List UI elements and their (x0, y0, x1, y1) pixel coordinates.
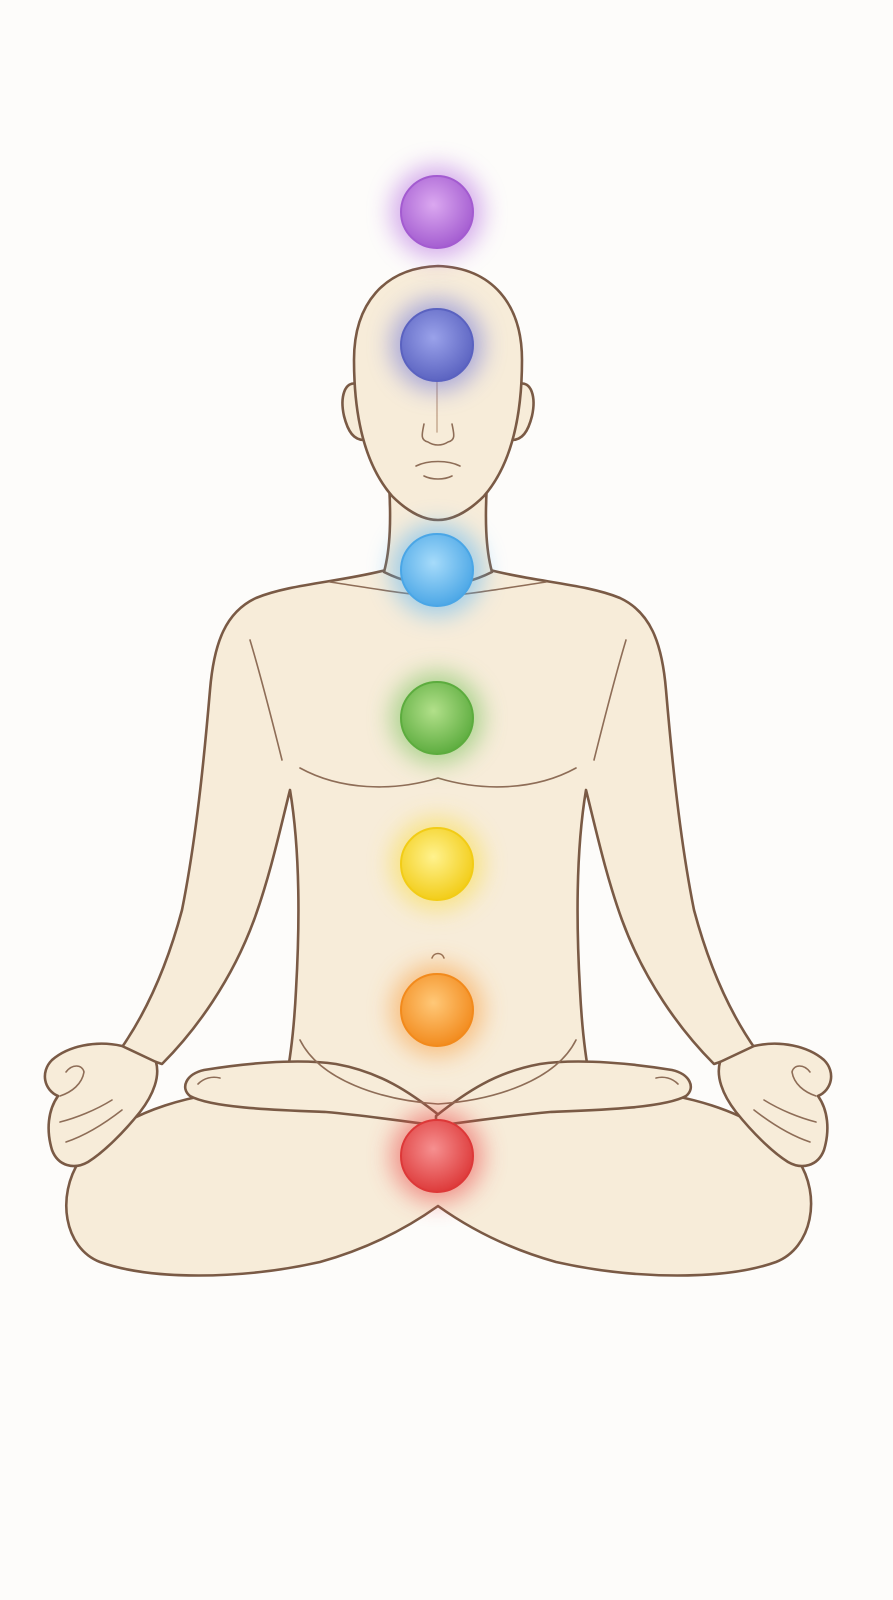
navel (431, 952, 445, 959)
chakra-column (391, 166, 483, 1202)
nose (421, 423, 455, 446)
heart-chakra-orb (400, 681, 474, 755)
throat-chakra-orb (400, 533, 474, 607)
left-hand (43, 1042, 159, 1168)
third-eye-chakra-orb (400, 308, 474, 382)
heart-chakra (391, 672, 483, 764)
right-foot (434, 1060, 693, 1128)
chest-line (299, 767, 577, 788)
solar-plexus-chakra (391, 818, 483, 910)
right-hand (717, 1042, 833, 1168)
solar-plexus-chakra-orb (400, 827, 474, 901)
throat-chakra (391, 524, 483, 616)
root-chakra-orb (400, 1119, 474, 1193)
root-chakra (391, 1110, 483, 1202)
mouth (415, 460, 461, 467)
left-foot (183, 1060, 442, 1128)
crown-chakra (391, 166, 483, 258)
sacral-chakra-orb (400, 973, 474, 1047)
crown-chakra-orb (400, 175, 474, 249)
third-eye-chakra (391, 299, 483, 391)
sacral-chakra (391, 964, 483, 1056)
